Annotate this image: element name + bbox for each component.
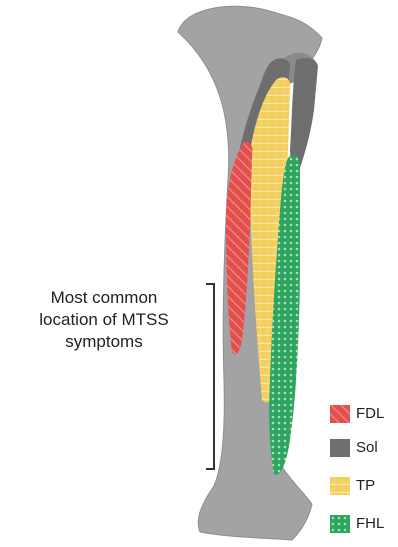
legend-label-sol: Sol [356, 439, 378, 457]
legend-item-fhl: FHL [330, 513, 398, 537]
legend-item-tp: TP [330, 475, 398, 499]
legend-label-fhl: FHL [356, 515, 384, 533]
legend-item-fdl: FDL [330, 403, 398, 427]
sol-swatch-icon [330, 439, 350, 457]
mtss-callout: Most common location of MTSS symptoms [20, 287, 188, 353]
fdl-swatch-icon [330, 405, 350, 423]
legend-label-fdl: FDL [356, 405, 384, 423]
mtss-bracket [206, 284, 214, 469]
fhl-swatch-icon [330, 515, 350, 533]
callout-line-2: location of MTSS [20, 309, 188, 331]
callout-line-3: symptoms [20, 331, 188, 353]
legend-item-sol: Sol [330, 437, 398, 461]
callout-line-1: Most common [20, 287, 188, 309]
legend-label-tp: TP [356, 477, 375, 495]
legend: FDL Sol TP FHL [320, 395, 398, 545]
tp-swatch-icon [330, 477, 350, 495]
